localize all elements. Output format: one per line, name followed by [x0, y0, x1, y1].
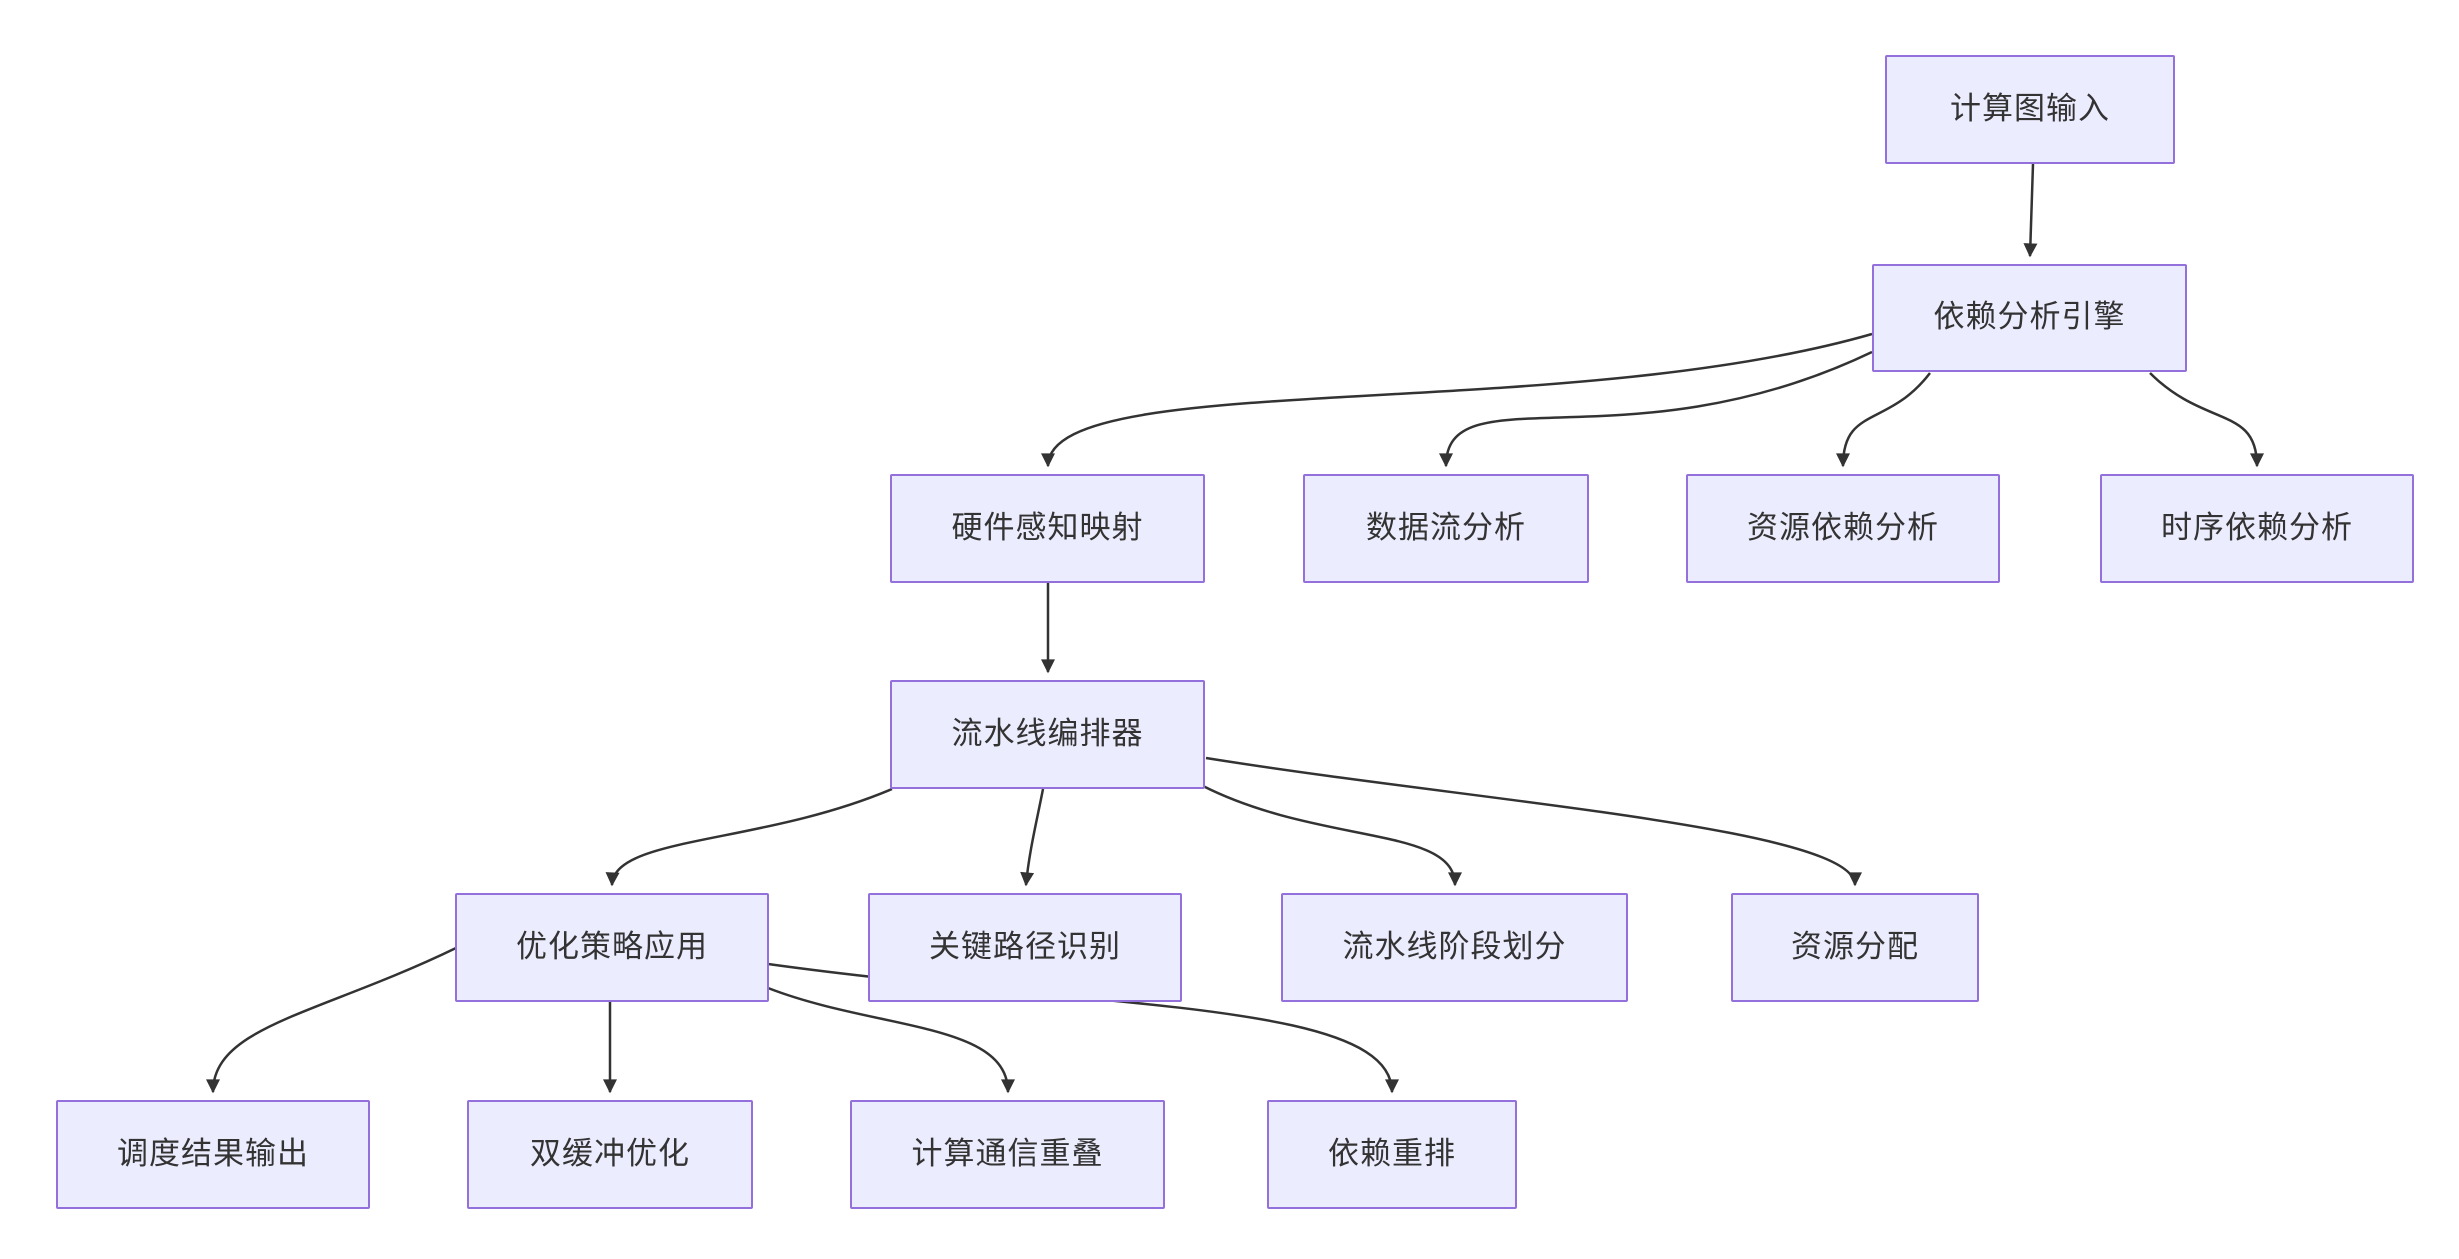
edge-dep-to-df: [1439, 350, 1873, 468]
node-label: 调度结果输出: [117, 1135, 309, 1172]
node-label: 优化策略应用: [516, 928, 708, 965]
node-pipeline-orchestrator: 流水线编排器: [890, 680, 1205, 789]
edge-pipe-to-stage: [1202, 784, 1462, 887]
edge-dep-to-res: [1836, 372, 1931, 468]
edge-dep-to-hw: [1041, 332, 1873, 468]
node-compute-communication-overlap: 计算通信重叠: [850, 1100, 1165, 1209]
node-label: 资源分配: [1791, 928, 1919, 965]
node-timing-dependency-analysis: 时序依赖分析: [2100, 474, 2414, 583]
node-label: 流水线阶段划分: [1342, 928, 1567, 965]
node-scheduling-result-output: 调度结果输出: [56, 1100, 370, 1209]
node-dataflow-analysis: 数据流分析: [1303, 474, 1589, 583]
node-dependency-analysis-engine: 依赖分析引擎: [1872, 264, 2187, 372]
edge-opt-to-out: [206, 946, 457, 1094]
node-label: 计算图输入: [1950, 90, 2110, 127]
edges-group: [206, 163, 2264, 1094]
node-label: 流水线编排器: [951, 715, 1144, 752]
node-dependency-reordering: 依赖重排: [1267, 1100, 1517, 1209]
node-label: 依赖分析引擎: [1933, 299, 2126, 336]
node-label: 计算通信重叠: [911, 1135, 1104, 1172]
node-critical-path-identification: 关键路径识别: [868, 893, 1182, 1002]
node-label: 双缓冲优化: [530, 1135, 690, 1172]
edge-pipe-to-crit: [1020, 788, 1045, 887]
node-label: 数据流分析: [1366, 509, 1526, 546]
edge-pipe-to-alloc: [1205, 756, 1862, 887]
node-label: 时序依赖分析: [2161, 509, 2353, 546]
edge-input-to-dep: [2023, 163, 2038, 258]
node-double-buffering-optimization: 双缓冲优化: [467, 1100, 753, 1209]
node-resource-allocation: 资源分配: [1731, 893, 1979, 1002]
node-label: 关键路径识别: [929, 928, 1121, 965]
edge-pipe-to-opt: [605, 787, 893, 887]
node-optimization-strategy-application: 优化策略应用: [455, 893, 769, 1002]
node-label: 资源依赖分析: [1747, 509, 1939, 546]
node-hardware-aware-mapping: 硬件感知映射: [890, 474, 1205, 583]
node-resource-dependency-analysis: 资源依赖分析: [1686, 474, 2000, 583]
node-label: 硬件感知映射: [951, 509, 1144, 546]
node-pipeline-stage-partitioning: 流水线阶段划分: [1281, 893, 1628, 1002]
edge-opt-to-overlap: [767, 986, 1015, 1094]
edge-dep-to-time: [2149, 372, 2264, 468]
node-label: 依赖重排: [1328, 1135, 1456, 1172]
node-computation-graph-input: 计算图输入: [1885, 55, 2175, 164]
